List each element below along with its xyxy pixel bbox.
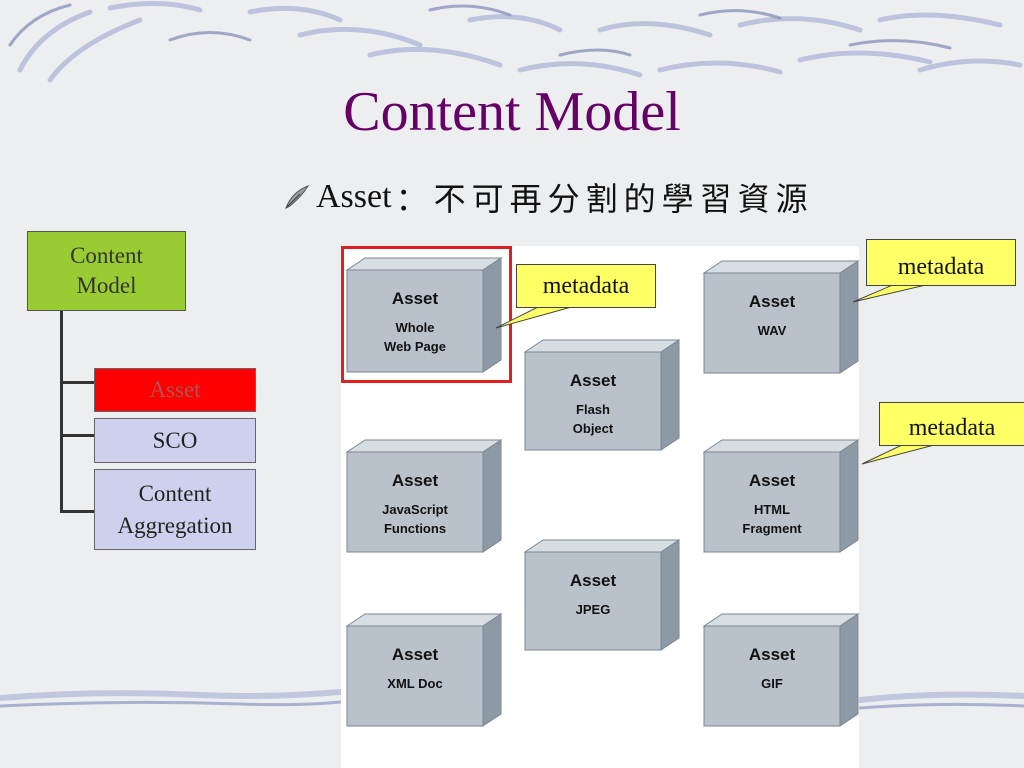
tree-node-asset: Asset [94, 368, 256, 412]
asset-box-title: Asset [392, 289, 439, 308]
callout-pointer [495, 305, 576, 329]
asset-box-title: Asset [749, 292, 796, 311]
asset-box-label: Web Page [384, 339, 446, 354]
asset-box-front [524, 351, 662, 451]
asset-box-front [524, 551, 662, 651]
tree-node-content-aggregation: Content Aggregation [94, 469, 256, 550]
asset-box-label: JPEG [576, 602, 611, 617]
asset-box-label: Functions [384, 521, 446, 536]
asset-box-label: JavaScript [382, 502, 448, 517]
asset-box-front [346, 269, 484, 373]
slide-title: Content Model [343, 81, 681, 143]
asset-box-front [346, 625, 484, 727]
asset-box-label: Whole [396, 320, 435, 335]
callout-pointer [852, 283, 931, 303]
asset-box-label: Flash [576, 402, 610, 417]
asset-box-label: XML Doc [387, 676, 442, 691]
bullet-point: Asset ： 不可再分割的學習資源 [282, 172, 814, 222]
asset-box-label: Fragment [742, 521, 802, 536]
tree-branch-line [60, 434, 94, 437]
tree-node-sco: SCO [94, 418, 256, 463]
feather-bullet-icon [285, 185, 310, 210]
asset-box-label: WAV [758, 323, 787, 338]
bullet-separator: ： [395, 180, 428, 218]
asset-box-title: Asset [392, 645, 439, 664]
tree-trunk-line [60, 311, 63, 512]
asset-box-title: Asset [749, 645, 796, 664]
asset-box-front [703, 272, 841, 374]
tree-root-content-model: Content Model [27, 231, 186, 311]
asset-box-title: Asset [570, 371, 617, 390]
asset-box-label: GIF [761, 676, 783, 691]
tree-branch-line [60, 510, 94, 513]
metadata-callout: metadata [879, 402, 1024, 446]
metadata-callout: metadata [866, 239, 1016, 286]
bullet-text: 不可再分割的學習資源 [433, 180, 814, 218]
asset-box-label: Object [573, 421, 614, 436]
metadata-callout: metadata [516, 264, 656, 308]
asset-box-front [346, 451, 484, 553]
asset-box-title: Asset [392, 471, 439, 490]
asset-box-title: Asset [749, 471, 796, 490]
asset-box-title: Asset [570, 571, 617, 590]
asset-box-front [703, 625, 841, 727]
highlighted-asset-frame [341, 246, 512, 383]
tree-branch-line [60, 381, 94, 384]
asset-box-label: HTML [754, 502, 790, 517]
callout-pointer [861, 443, 939, 465]
asset-box-front [703, 451, 841, 553]
bullet-label: Asset [316, 178, 392, 215]
